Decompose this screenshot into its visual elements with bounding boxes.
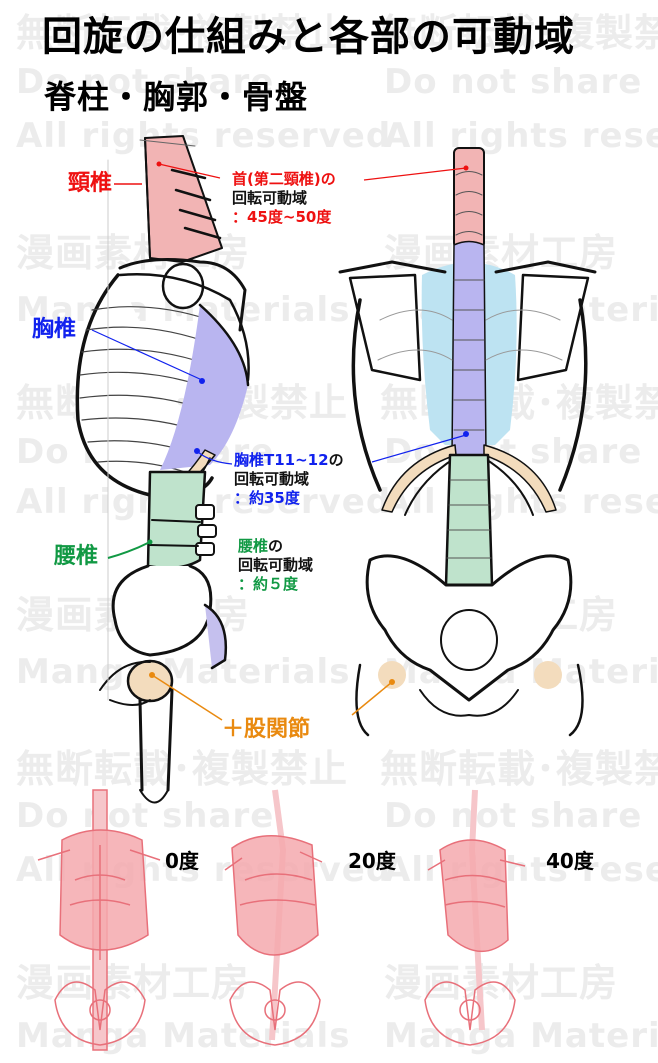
rotation-label-20: 20度 [348, 849, 396, 873]
watermark-no-reprint: 無断転載･複製禁止 [16, 747, 349, 791]
watermark-do-not-share: Do not share [384, 796, 643, 836]
annotation-lumbar: 腰椎の 回転可動域 ：約５度 [238, 537, 313, 593]
front-view-figure [338, 147, 597, 737]
label-lumbar: 腰椎 [54, 544, 99, 569]
rotation-label-40: 40度 [546, 849, 594, 873]
watermark-no-reprint: 無断転載･複製禁止 [380, 747, 658, 791]
watermark-studio-en: Manga Materials [16, 652, 351, 692]
watermark-studio-en: Manga Materials [384, 1016, 658, 1056]
annotation-neck-range-label: 回転可動域 [232, 188, 308, 207]
page-title: 回旋の仕組みと各部の可動域 [42, 13, 575, 60]
label-thoracic: 胸椎 [32, 317, 77, 342]
watermark-all-rights: All rights reserved [384, 116, 658, 156]
watermark-all-rights: All rights reserved [384, 482, 658, 522]
annotation-lumbar-range-label: 回転可動域 [238, 555, 314, 574]
annotation-lumbar-range-value: ：約５度 [238, 574, 299, 593]
annotation-lines [91, 161, 469, 721]
annotation-thoracic-title: 胸椎T11~12 [234, 451, 329, 469]
rotation-label-0: 0度 [165, 849, 199, 873]
watermark-no-reprint: 無断転載･複製禁止 [16, 11, 349, 55]
watermark-studio-jp: 漫画素材工房 [16, 961, 251, 1005]
annotation-lumbar-suffix: の [268, 537, 284, 555]
rotation-figure-20 [224, 789, 323, 1046]
watermark-no-reprint: 無断転載･複製禁止 [380, 11, 658, 55]
annotation-thoracic: 胸椎T11~12の 回転可動域 ：約35度 [234, 451, 344, 507]
watermark-do-not-share: Do not share [16, 62, 275, 102]
watermark-studio-en: Manga Materials [16, 1016, 351, 1056]
watermark-do-not-share: Do not share [384, 62, 643, 102]
annotation-thoracic-range-value: ：約35度 [234, 488, 300, 507]
rotation-figure-40 [424, 789, 526, 1046]
annotation-lumbar-title: 腰椎 [238, 537, 269, 555]
label-hip-joint: ＋股関節 [222, 717, 311, 742]
annotation-thoracic-range-label: 回転可動域 [234, 469, 310, 488]
watermark-all-rights: All rights reserved [16, 116, 392, 156]
label-cervical: 頸椎 [68, 171, 113, 196]
annotation-neck-title: 首(第二頸椎)の [232, 170, 336, 188]
side-view-figure [75, 135, 250, 804]
annotation-neck: 首(第二頸椎)の 回転可動域 ：45度~50度 [232, 170, 336, 226]
annotation-thoracic-suffix: の [328, 451, 344, 469]
rotation-figure-0 [37, 789, 161, 1051]
watermark-do-not-share: Do not share [16, 796, 275, 836]
annotation-neck-range-value: ：45度~50度 [232, 207, 332, 226]
watermark-all-rights: All rights reserved [384, 850, 658, 890]
page-subtitle: 脊柱・胸郭・骨盤 [44, 78, 309, 116]
